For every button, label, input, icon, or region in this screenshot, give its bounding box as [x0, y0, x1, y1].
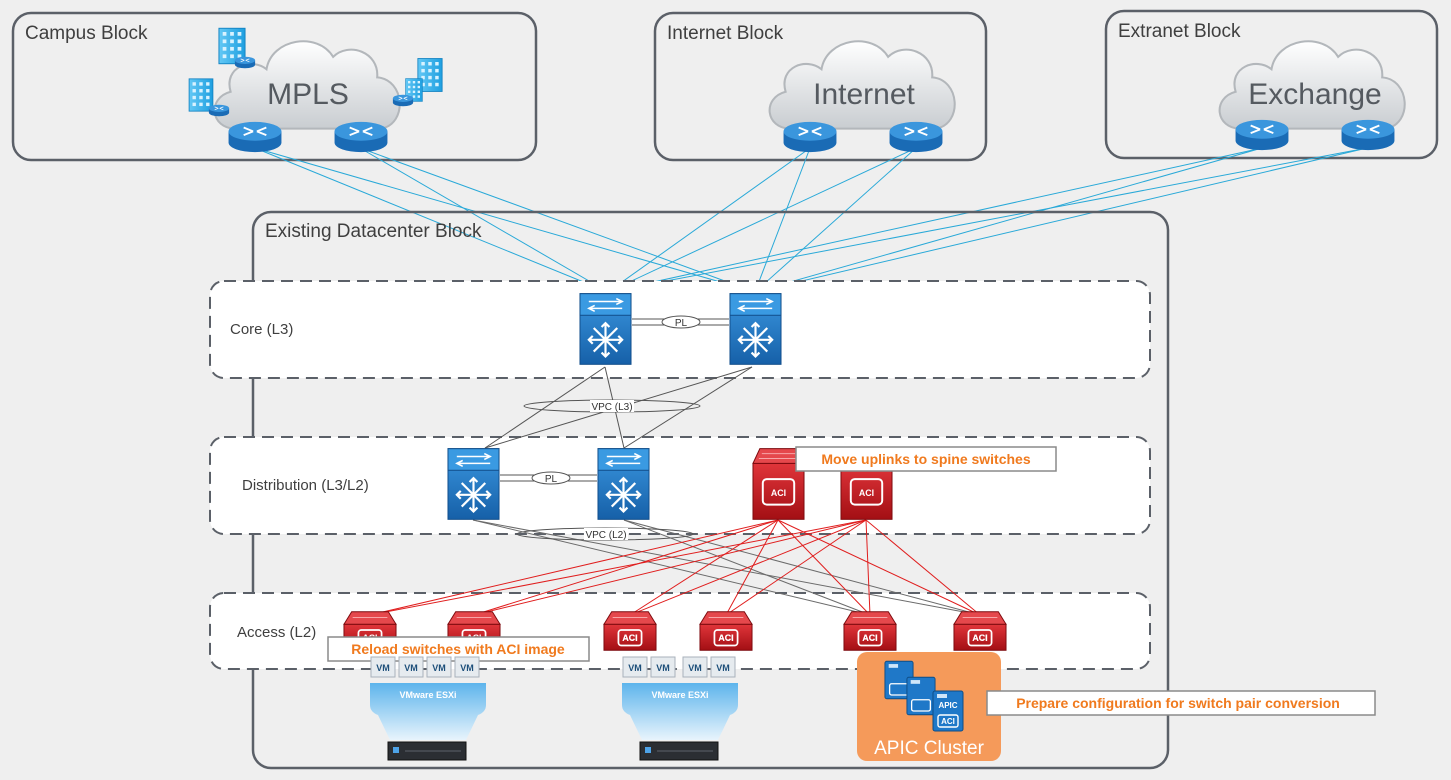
apic-cluster-label: APIC Cluster [874, 738, 984, 759]
apic-aci-label: ACI [941, 717, 955, 726]
core-layer [209, 280, 1151, 379]
core-pl-label: PL [675, 318, 688, 329]
esxi-hypervisor [370, 683, 486, 740]
esxi-label: VMware ESXi [399, 690, 456, 700]
vm-label: VM [628, 663, 642, 673]
server-icon [387, 741, 467, 761]
vm-label: VM [460, 663, 474, 673]
extranet-block-frame [1104, 9, 1439, 160]
leaf-aci-label: ACI [862, 633, 878, 643]
vm-row: VM VM VM VM [622, 656, 736, 678]
datacenter-block-title: Existing Datacenter Block [265, 221, 482, 242]
router-icon [1340, 118, 1396, 152]
vm-label: VM [688, 663, 702, 673]
router-icon [782, 120, 838, 154]
leaf-aci-label: ACI [972, 633, 988, 643]
vpc-l3-label: VPC (L3) [591, 402, 632, 413]
vm-label: VM [404, 663, 418, 673]
vm-label: VM [376, 663, 390, 673]
building-icon [188, 78, 214, 112]
vpc-l3-label-bg [590, 400, 634, 412]
prepare-config-text: Prepare configuration for switch pair co… [1016, 695, 1340, 711]
extranet-block-title: Extranet Block [1118, 21, 1241, 42]
internet-block-frame [653, 11, 988, 162]
move-uplinks-callout [795, 446, 1057, 472]
router-icon [1234, 118, 1290, 152]
core-peer-link [632, 315, 729, 329]
aci-links [369, 519, 981, 616]
internet-block-title: Internet Block [667, 23, 784, 44]
wan-links [254, 147, 1368, 293]
distribution-peer-link [500, 471, 597, 485]
esxi-host-1: VM VM VM VM VMware ESXi [370, 656, 486, 761]
leaf-aci-label: ACI [718, 633, 734, 643]
mpls-cloud-label: MPLS [267, 78, 349, 111]
router-icon [888, 120, 944, 154]
aci-leaf-switch-icon [603, 610, 657, 652]
apic-node-label: APIC [938, 701, 957, 710]
vm-label: VM [656, 663, 670, 673]
distribution-pl-label: PL [545, 474, 558, 485]
core-switch-icon [729, 292, 782, 366]
distribution-switch-icon [447, 447, 500, 521]
aci-leaf-switch-icon [953, 610, 1007, 652]
small-router-icon [208, 104, 230, 117]
router-icon [227, 120, 283, 154]
vpc-l2-label: VPC (L2) [585, 530, 626, 541]
exchange-cloud-label: Exchange [1248, 78, 1381, 111]
reload-switches-text: Reload switches with ACI image [351, 641, 565, 657]
core-layer-title: Core (L3) [230, 321, 293, 338]
aci-leaf-switch-icon [699, 610, 753, 652]
campus-block-title: Campus Block [25, 23, 148, 44]
vm-label: VM [432, 663, 446, 673]
prepare-config-callout [986, 690, 1376, 716]
apic-server-icon [906, 676, 936, 716]
server-icon [639, 741, 719, 761]
esxi-label: VMware ESXi [651, 690, 708, 700]
move-uplinks-text: Move uplinks to spine switches [821, 451, 1030, 467]
router-icon [333, 120, 389, 154]
access-layer-title: Access (L2) [237, 624, 316, 641]
core-switch-icon [579, 292, 632, 366]
small-router-icon [392, 94, 414, 107]
internet-cloud-label: Internet [813, 78, 915, 111]
distribution-layer-title: Distribution (L3/L2) [242, 477, 369, 494]
distribution-switch-icon [597, 447, 650, 521]
vm-label: VM [716, 663, 730, 673]
campus-block-frame [11, 11, 538, 162]
vpc-l2-label-bg [584, 528, 628, 540]
vm-row: VM VM VM VM [370, 656, 480, 678]
esxi-host-2: VM VM VM VM VMware ESXi [622, 656, 738, 761]
leaf-aci-labels: ACI ACI ACI ACI [622, 633, 988, 643]
aci-leaf-switch-icon [843, 610, 897, 652]
leaf-aci-label: ACI [622, 633, 638, 643]
esxi-hypervisor [622, 683, 738, 740]
small-router-icon [234, 56, 256, 69]
